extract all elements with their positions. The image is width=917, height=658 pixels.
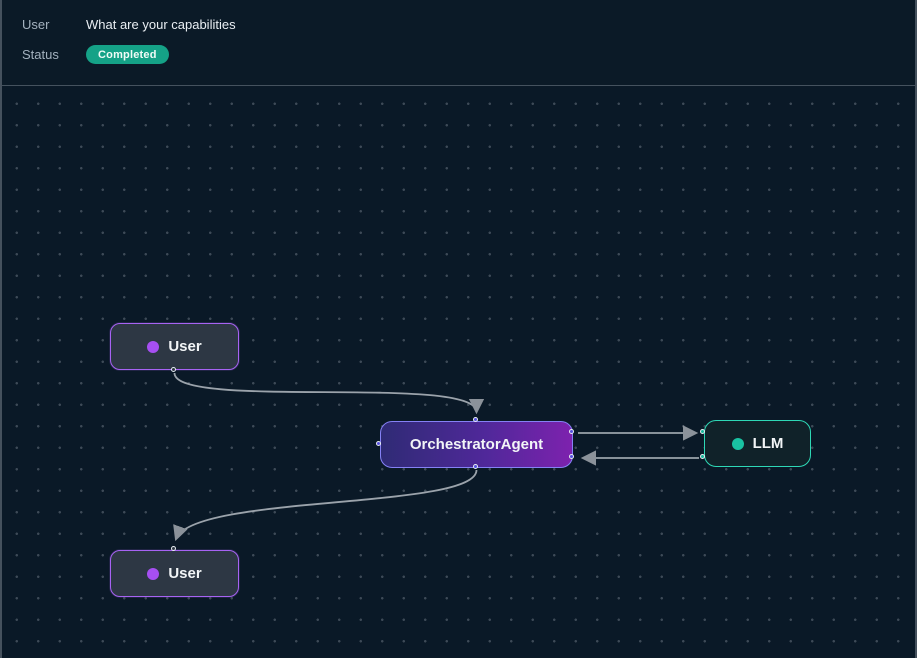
llm-dot-icon bbox=[732, 438, 744, 450]
node-label: LLM bbox=[753, 435, 784, 452]
node-label: OrchestratorAgent bbox=[410, 436, 543, 453]
handle-orchestrator-right-out[interactable] bbox=[569, 429, 574, 434]
user-message-row: User What are your capabilities bbox=[22, 17, 895, 32]
status-badge: Completed bbox=[86, 45, 169, 64]
trace-header: User What are your capabilities Status C… bbox=[2, 0, 915, 86]
node-llm[interactable]: LLM bbox=[704, 420, 811, 467]
node-label: User bbox=[168, 565, 201, 582]
status-label: Status bbox=[22, 47, 86, 62]
handle-orchestrator-top[interactable] bbox=[473, 417, 478, 422]
handle-orchestrator-bottom[interactable] bbox=[473, 464, 478, 469]
handle-llm-left-in[interactable] bbox=[700, 429, 705, 434]
status-row: Status Completed bbox=[22, 45, 895, 64]
handle-orchestrator-left[interactable] bbox=[376, 441, 381, 446]
node-user-top[interactable]: User bbox=[110, 323, 239, 370]
flow-canvas[interactable]: User OrchestratorAgent LLM User bbox=[2, 86, 915, 657]
handle-user-bottom-top[interactable] bbox=[171, 546, 176, 551]
handle-user-top-bottom[interactable] bbox=[171, 367, 176, 372]
node-label: User bbox=[168, 338, 201, 355]
handle-orchestrator-right-in[interactable] bbox=[569, 454, 574, 459]
user-message: What are your capabilities bbox=[86, 17, 236, 32]
edge-user-top-to-orchestrator[interactable] bbox=[175, 373, 477, 412]
user-dot-icon bbox=[147, 341, 159, 353]
user-label: User bbox=[22, 17, 86, 32]
node-orchestrator-agent[interactable]: OrchestratorAgent bbox=[380, 421, 573, 468]
node-user-bottom[interactable]: User bbox=[110, 550, 239, 597]
handle-llm-left-out[interactable] bbox=[700, 454, 705, 459]
user-dot-icon bbox=[147, 568, 159, 580]
edge-orchestrator-to-user-bottom[interactable] bbox=[176, 470, 477, 539]
